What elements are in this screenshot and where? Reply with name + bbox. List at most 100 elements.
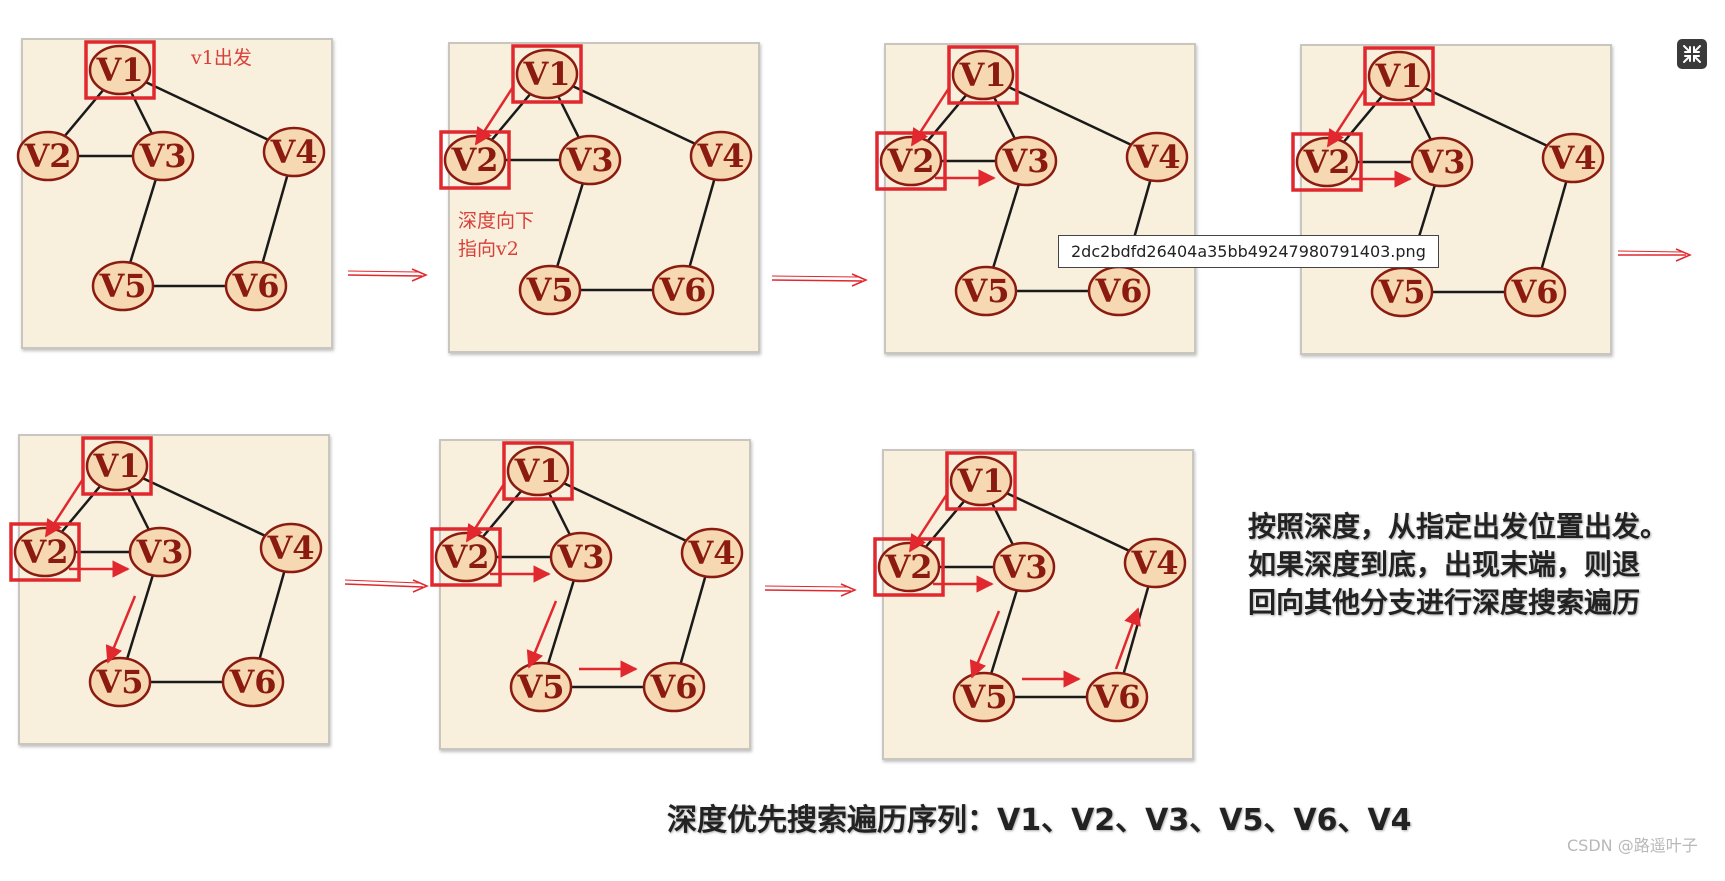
node-v4: V4 [1123, 537, 1187, 589]
node-v2: V2 [16, 130, 80, 182]
exit-fullscreen-button[interactable] [1677, 39, 1707, 69]
node-v6: V6 [651, 264, 715, 316]
down-note-line-2: 指向v2 [458, 238, 519, 260]
node-label-v4: V4 [687, 534, 735, 572]
node-v2: V2 [879, 135, 943, 187]
traverse-arrow-v1-v2 [465, 483, 506, 543]
traversal-sequence: 深度优先搜索遍历序列：V1、V2、V3、V5、V6、V4 [667, 803, 1412, 838]
node-v6: V6 [1087, 265, 1151, 317]
node-label-v3: V3 [138, 137, 186, 175]
node-v3: V3 [131, 130, 195, 182]
node-label-v5: V5 [516, 668, 564, 706]
edge-v1-v4 [537, 469, 713, 555]
visit-box-v1 [81, 436, 153, 496]
node-v1: V1 [1367, 50, 1431, 102]
visit-box-v2 [1291, 132, 1363, 192]
node-label-v3: V3 [1001, 142, 1049, 180]
collapse-fullscreen-icon [1683, 45, 1701, 63]
node-v4: V4 [689, 130, 753, 182]
flow-arrow-2 [771, 272, 868, 293]
visit-box-v1 [502, 441, 574, 501]
node-v3: V3 [558, 134, 622, 186]
image-filename-tooltip: 2dc2bdfd26404a35bb49247980791403.png [1058, 235, 1439, 268]
node-label-v5: V5 [95, 663, 143, 701]
node-v2: V2 [13, 526, 77, 578]
node-v6: V6 [642, 661, 706, 713]
visit-box-v1 [511, 44, 583, 104]
node-label-v6: V6 [228, 663, 276, 701]
visit-box-v1 [945, 451, 1017, 511]
traverse-arrow-v1-v2 [474, 86, 515, 146]
node-v4: V4 [259, 522, 323, 574]
visit-box-v1 [1363, 46, 1435, 106]
node-v5: V5 [91, 260, 155, 312]
node-label-v6: V6 [1092, 678, 1140, 716]
node-v1: V1 [949, 455, 1013, 507]
node-label-v2: V2 [1302, 143, 1350, 181]
node-label-v3: V3 [135, 533, 183, 571]
node-label-v1: V1 [92, 447, 140, 485]
node-v3: V3 [549, 531, 613, 583]
node-v5: V5 [1370, 266, 1434, 318]
node-label-v5: V5 [961, 272, 1009, 310]
summary-line-2: 如果深度到底，出现末端，则退 [1248, 548, 1641, 581]
flow-arrow-5 [764, 582, 857, 603]
node-label-v4: V4 [1130, 544, 1178, 582]
visit-box-v2 [875, 131, 947, 191]
node-label-v1: V1 [956, 462, 1004, 500]
visit-box-v2 [9, 522, 81, 582]
visit-box-v2 [873, 537, 945, 597]
node-label-v6: V6 [649, 668, 697, 706]
start-note: v1出发 [191, 47, 252, 69]
node-v4: V4 [680, 527, 744, 579]
node-v1: V1 [85, 440, 149, 492]
visit-box-v2 [439, 130, 511, 190]
flow-arrow-1 [347, 267, 428, 288]
node-label-v2: V2 [884, 548, 932, 586]
node-label-v2: V2 [450, 141, 498, 179]
node-v1: V1 [88, 44, 152, 96]
node-v2: V2 [434, 531, 498, 583]
node-label-v2: V2 [441, 538, 489, 576]
edge-v1-v4 [119, 68, 295, 154]
node-label-v5: V5 [525, 271, 573, 309]
summary-line-3: 回向其他分支进行深度搜索遍历 [1248, 586, 1641, 619]
node-label-v6: V6 [658, 271, 706, 309]
traverse-arrow-v6-v4 [1114, 607, 1141, 670]
node-label-v2: V2 [20, 533, 68, 571]
node-label-v1: V1 [513, 452, 561, 490]
node-v5: V5 [518, 264, 582, 316]
node-v1: V1 [951, 49, 1015, 101]
node-v1: V1 [515, 48, 579, 100]
node-label-v5: V5 [959, 678, 1007, 716]
node-v4: V4 [1541, 132, 1605, 184]
traverse-arrow-v3-v5 [969, 610, 1001, 679]
node-v3: V3 [992, 541, 1056, 593]
node-v6: V6 [1085, 671, 1149, 723]
node-label-v1: V1 [1374, 57, 1422, 95]
node-v3: V3 [994, 135, 1058, 187]
node-label-v6: V6 [1094, 272, 1142, 310]
node-label-v2: V2 [23, 137, 71, 175]
node-v3: V3 [1410, 136, 1474, 188]
traverse-arrow-v1-v2 [908, 493, 949, 553]
node-label-v1: V1 [958, 56, 1006, 94]
node-v4: V4 [1125, 131, 1189, 183]
summary-text: 按照深度，从指定出发位置出发。 如果深度到底，出现末端，则退 回向其他分支进行深… [1248, 508, 1668, 622]
edge-v1-v4 [546, 72, 722, 158]
node-label-v4: V4 [696, 137, 744, 175]
node-label-v2: V2 [886, 142, 934, 180]
node-v2: V2 [443, 134, 507, 186]
node-label-v4: V4 [1548, 139, 1596, 177]
traverse-arrow-v3-v5 [526, 600, 558, 669]
node-v5: V5 [954, 265, 1018, 317]
